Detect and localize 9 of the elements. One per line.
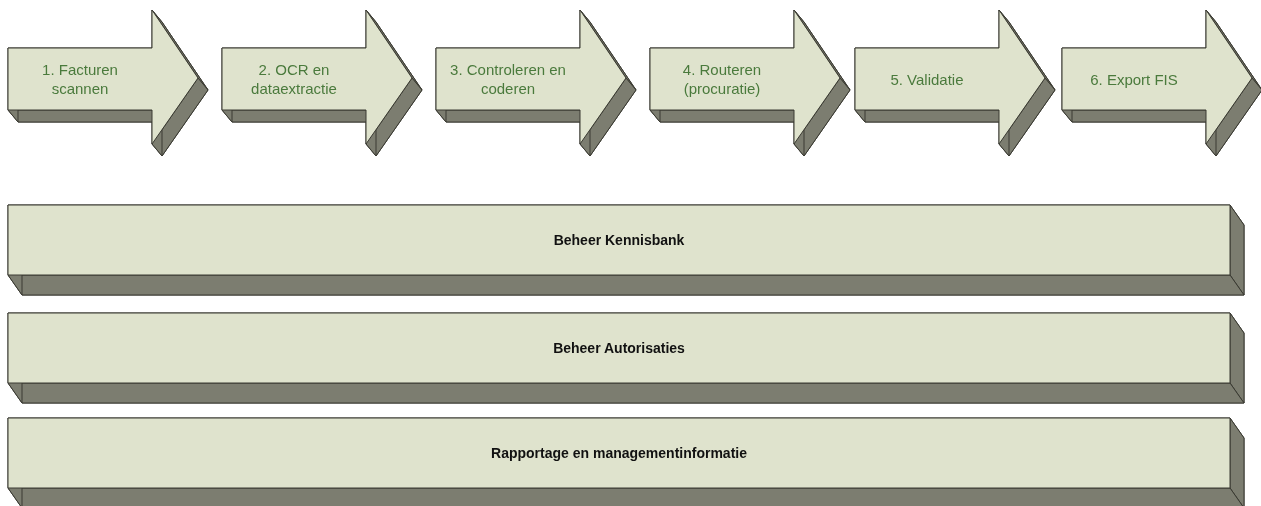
bar-label: Rapportage en managementinformatie (491, 445, 747, 461)
step-label: 6. Export FIS (1090, 69, 1178, 89)
bar-label: Beheer Autorisaties (553, 340, 685, 356)
bar-label: Beheer Kennisbank (553, 232, 685, 248)
step-label: 4. Routeren (procuratie) (681, 60, 763, 98)
step-label: 2. OCR en dataextractie (250, 60, 338, 98)
step-label: 1. Facturen scannen (41, 60, 119, 98)
step-label: 5. Validatie (890, 69, 964, 89)
step-label: 3. Controleren en coderen (449, 60, 567, 98)
